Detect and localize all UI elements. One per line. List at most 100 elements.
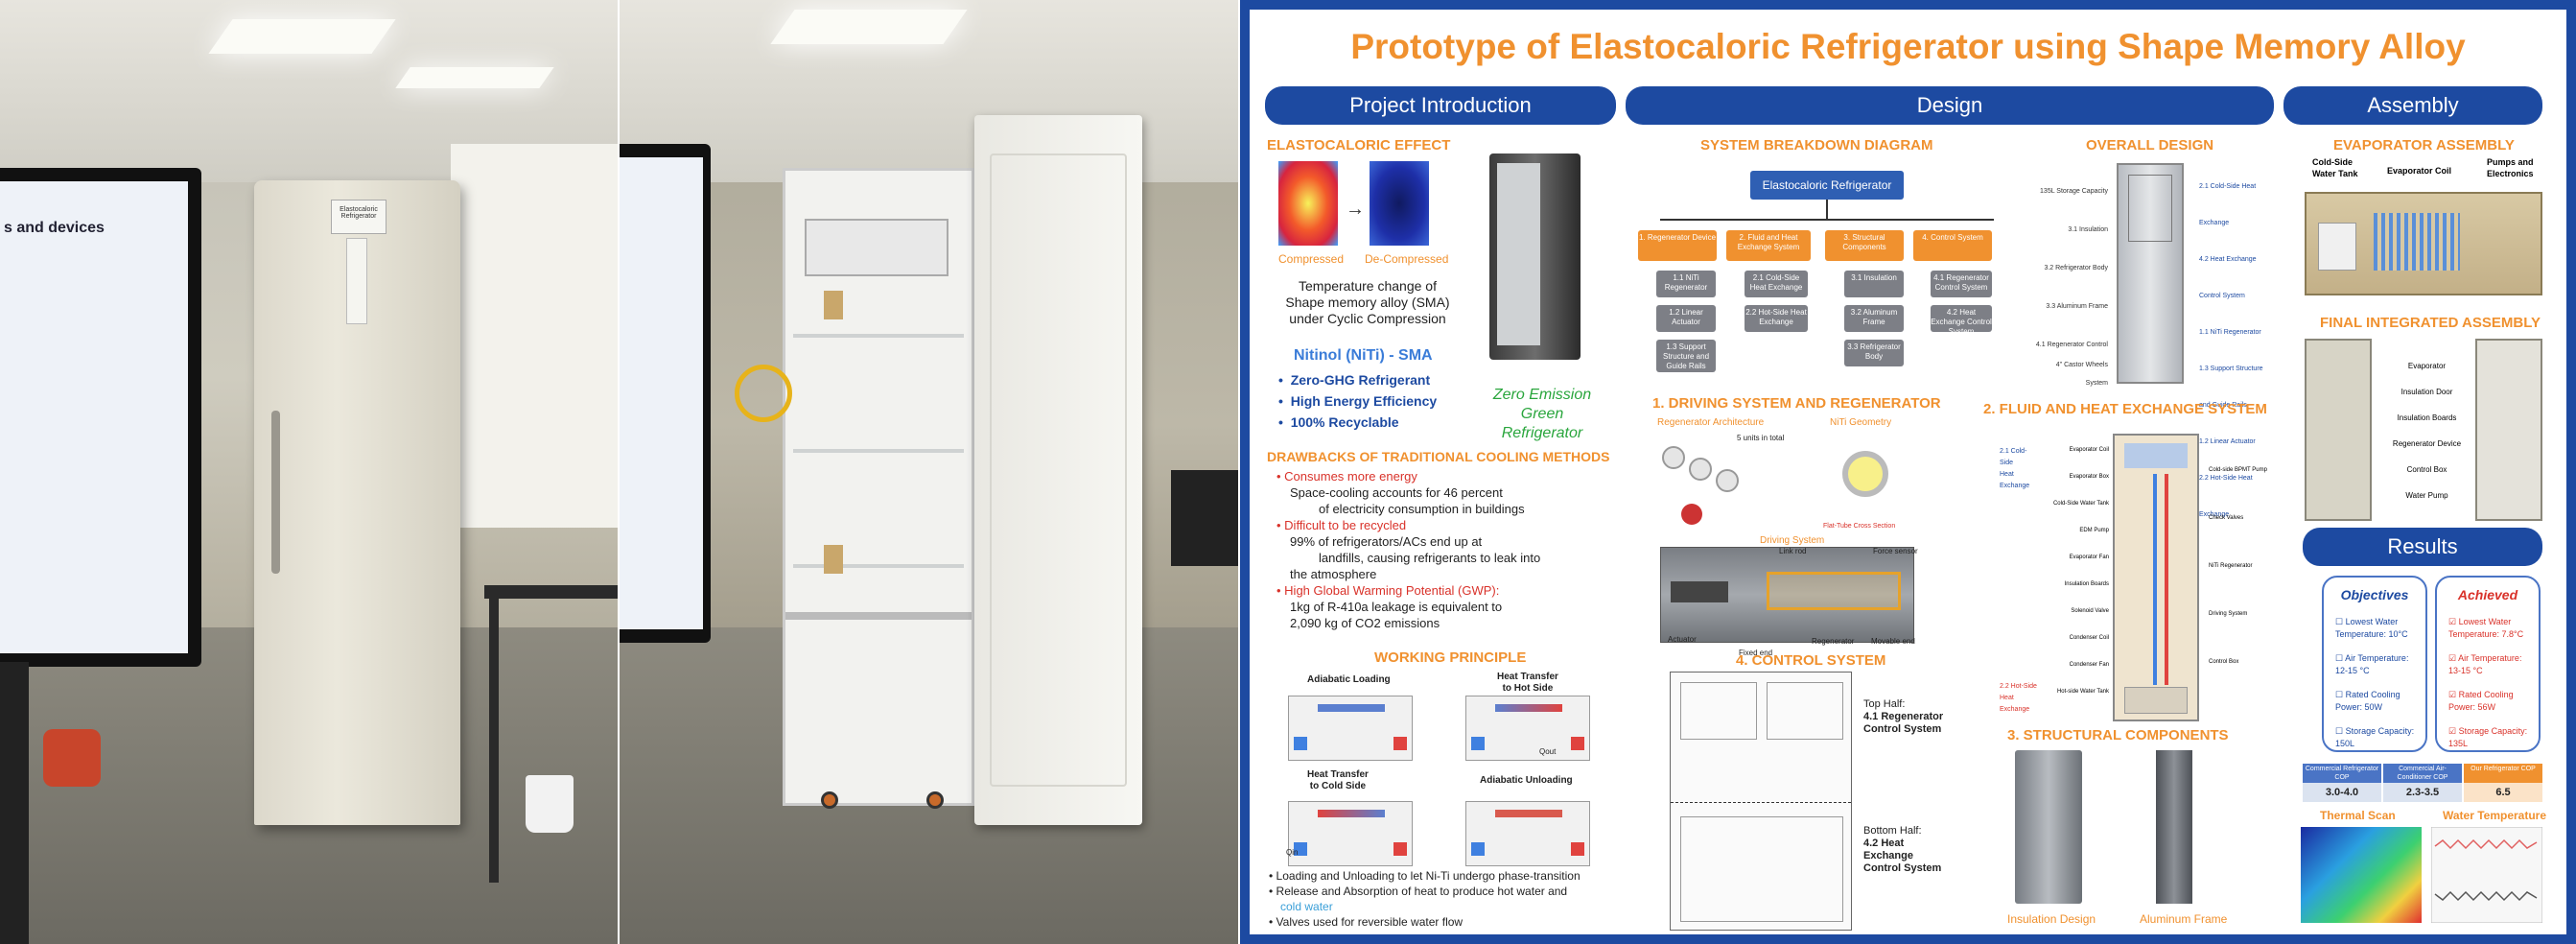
condenser-block [2124, 687, 2188, 714]
bullet-text-2: High Energy Efficiency [1290, 393, 1438, 409]
branch-3-child-1: 3.1 Insulation [1844, 271, 1904, 297]
fixed-end-label: Fixed end [1739, 649, 1773, 657]
overall-left-1: 135L Storage Capacity [2040, 188, 2108, 195]
regenerator-label: Regenerator [1812, 637, 1855, 646]
drawback-3-title: • High Global Warming Potential (GWP): [1276, 583, 1500, 598]
overall-left-4: 3.3 Aluminum Frame [2046, 303, 2108, 310]
fluid-left-5: Evaporator Fan [2069, 555, 2109, 560]
thermal-compressed-image [1278, 161, 1338, 246]
branch-2: 2. Fluid and Heat Exchange System [1726, 230, 1811, 261]
hot-tank [1393, 737, 1407, 750]
render-detail [2128, 175, 2172, 242]
overall-design-render [2117, 163, 2184, 384]
fluid-left-1: Evaporator Coil [2069, 447, 2109, 453]
working-bullet-2-cont: cold water [1280, 900, 1333, 913]
working-bullet-3-text: Valves used for reversible water flow [1276, 915, 1464, 929]
adiabatic-unloading-label: Adiabatic Unloading [1480, 775, 1573, 786]
display-monitor: s [620, 144, 711, 643]
section-results-header: Results [2303, 528, 2542, 566]
divider [785, 612, 972, 620]
evaporator-box [805, 219, 948, 276]
heat-cold-line1: Heat Transfer [1307, 769, 1369, 780]
adiabatic-loading-label: Adiabatic Loading [1307, 674, 1391, 685]
branch-1-child-1: 1.1 NiTi Regenerator [1656, 271, 1716, 297]
monitor-screen: s and devices [0, 181, 188, 653]
hot-tank [1571, 737, 1584, 750]
breakdown-heading: SYSTEM BREAKDOWN DIAGRAM [1700, 137, 1933, 153]
overall-right-6: 2.2 Hot-Side Heat Exchange [2199, 475, 2253, 518]
ceiling-light [208, 19, 396, 54]
overall-left-3: 3.2 Refrigerator Body [2044, 265, 2108, 271]
bullet-text-3: 100% Recyclable [1290, 414, 1399, 430]
achieved-1: Lowest Water Temperature: 7.8°C [2448, 617, 2524, 639]
fridge-door-open [974, 115, 1142, 825]
drawbacks-heading: DRAWBACKS OF TRADITIONAL COOLING METHODS [1267, 449, 1610, 464]
objectives-box: Objectives ☐ Lowest Water Temperature: 1… [2322, 576, 2427, 752]
achieved-4: Storage Capacity: 135L [2448, 726, 2528, 748]
research-poster: Prototype of Elastocaloric Refrigerator … [1240, 0, 2576, 944]
branch-3: 3. Structural Components [1825, 230, 1904, 261]
heat-cold-diagram [1288, 801, 1413, 866]
fridge-render-image [1489, 153, 1581, 360]
monitor-screen: s [620, 157, 703, 629]
top-half-line2: 4.1 Regenerator [1863, 711, 1944, 722]
cop-header-3: Our Refrigerator COP [2464, 764, 2542, 783]
bullet-text-1: Zero-GHG Refrigerant [1290, 372, 1431, 388]
fridge-handle [271, 411, 280, 574]
heat-hot-diagram [1465, 696, 1590, 761]
evaporator-block [2124, 443, 2188, 468]
branch-4-child-1: 4.1 Regenerator Control System [1931, 271, 1992, 297]
fluid-cold-label: 2.1 Cold-Side Heat Exchange [2000, 446, 2038, 492]
units-total-label: 5 units in total [1737, 434, 1785, 442]
final-label-3: Insulation Boards [2397, 413, 2457, 422]
niti-cross-section-image [1842, 451, 1888, 497]
heat-hot-line1: Heat Transfer [1497, 672, 1558, 682]
fridge-label-line2: Refrigerator [340, 213, 377, 220]
ceiling-light [395, 67, 554, 88]
regenerator-architecture-image [1662, 446, 1796, 525]
disk [1689, 458, 1712, 481]
heat-cold-label: Heat Transfer to Cold Side [1307, 769, 1369, 792]
fluid-right-5: Control Box [2209, 659, 2239, 665]
overall-left-labels: 135L Storage Capacity 3.1 Insulation 3.2… [2017, 173, 2108, 403]
aluminum-frame-render [2156, 750, 2192, 904]
working-bullets: • Loading and Unloading to let Ni-Ti und… [1269, 868, 1624, 930]
working-bullet-3: • Valves used for reversible water flow [1269, 915, 1464, 929]
drawback-3-title-text: High Global Warming Potential (GWP): [1284, 583, 1500, 598]
castor-wheel [821, 791, 838, 809]
working-bullet-1-text: Loading and Unloading to let Ni-Ti under… [1276, 869, 1581, 883]
regenerator-housing [1767, 572, 1901, 610]
regenerator-bar [1318, 704, 1385, 712]
paper-strip [346, 238, 367, 324]
fluid-left-8: Condenser Coil [2069, 635, 2109, 641]
nitinol-label: Nitinol (NiTi) - SMA [1294, 347, 1433, 364]
water-jug [526, 775, 574, 833]
schematic-block [1680, 682, 1757, 740]
cold-tank-label: Cold-Side Water Tank [2312, 156, 2365, 179]
overall-right-5: 1.2 Linear Actuator [2199, 438, 2256, 445]
control-schematic [1670, 672, 1852, 931]
pumps-line1: Pumps and [2487, 157, 2534, 167]
final-assembly-photo-right [2475, 339, 2542, 521]
section-intro-header: Project Introduction [1265, 86, 1616, 125]
cold-tank [1471, 737, 1485, 750]
branch-2-child-2: 2.2 Hot-Side Heat Exchange [1745, 305, 1808, 332]
objectives-title: Objectives [2340, 587, 2409, 602]
fluid-left-10: Hot-side Water Tank [2056, 689, 2109, 695]
fluid-left-4: EDM Pump [2079, 528, 2109, 533]
table-top [484, 585, 618, 599]
top-half-label: Top Half: 4.1 Regenerator Control System [1863, 698, 1943, 736]
overall-left-2: 3.1 Insulation [2068, 226, 2108, 233]
breakdown-connector [1826, 200, 1828, 219]
drawback-3-line2: 2,090 kg of CO2 emissions [1290, 616, 1440, 630]
cop-value-1: 3.0-4.0 [2303, 783, 2381, 802]
cop-col-1: Commercial Refrigerator COP 3.0-4.0 [2303, 764, 2381, 802]
working-bullet-2-text: Release and Absorption of heat to produc… [1276, 885, 1568, 898]
hot-tank [1571, 842, 1584, 856]
drawback-2-title: • Difficult to be recycled [1276, 518, 1407, 532]
heat-cold-line2: to Cold Side [1309, 781, 1367, 791]
thermal-scan-image [2301, 827, 2422, 923]
fluid-left-2: Evaporator Box [2069, 474, 2109, 480]
red-equipment [43, 729, 101, 787]
cold-tank [1294, 737, 1307, 750]
